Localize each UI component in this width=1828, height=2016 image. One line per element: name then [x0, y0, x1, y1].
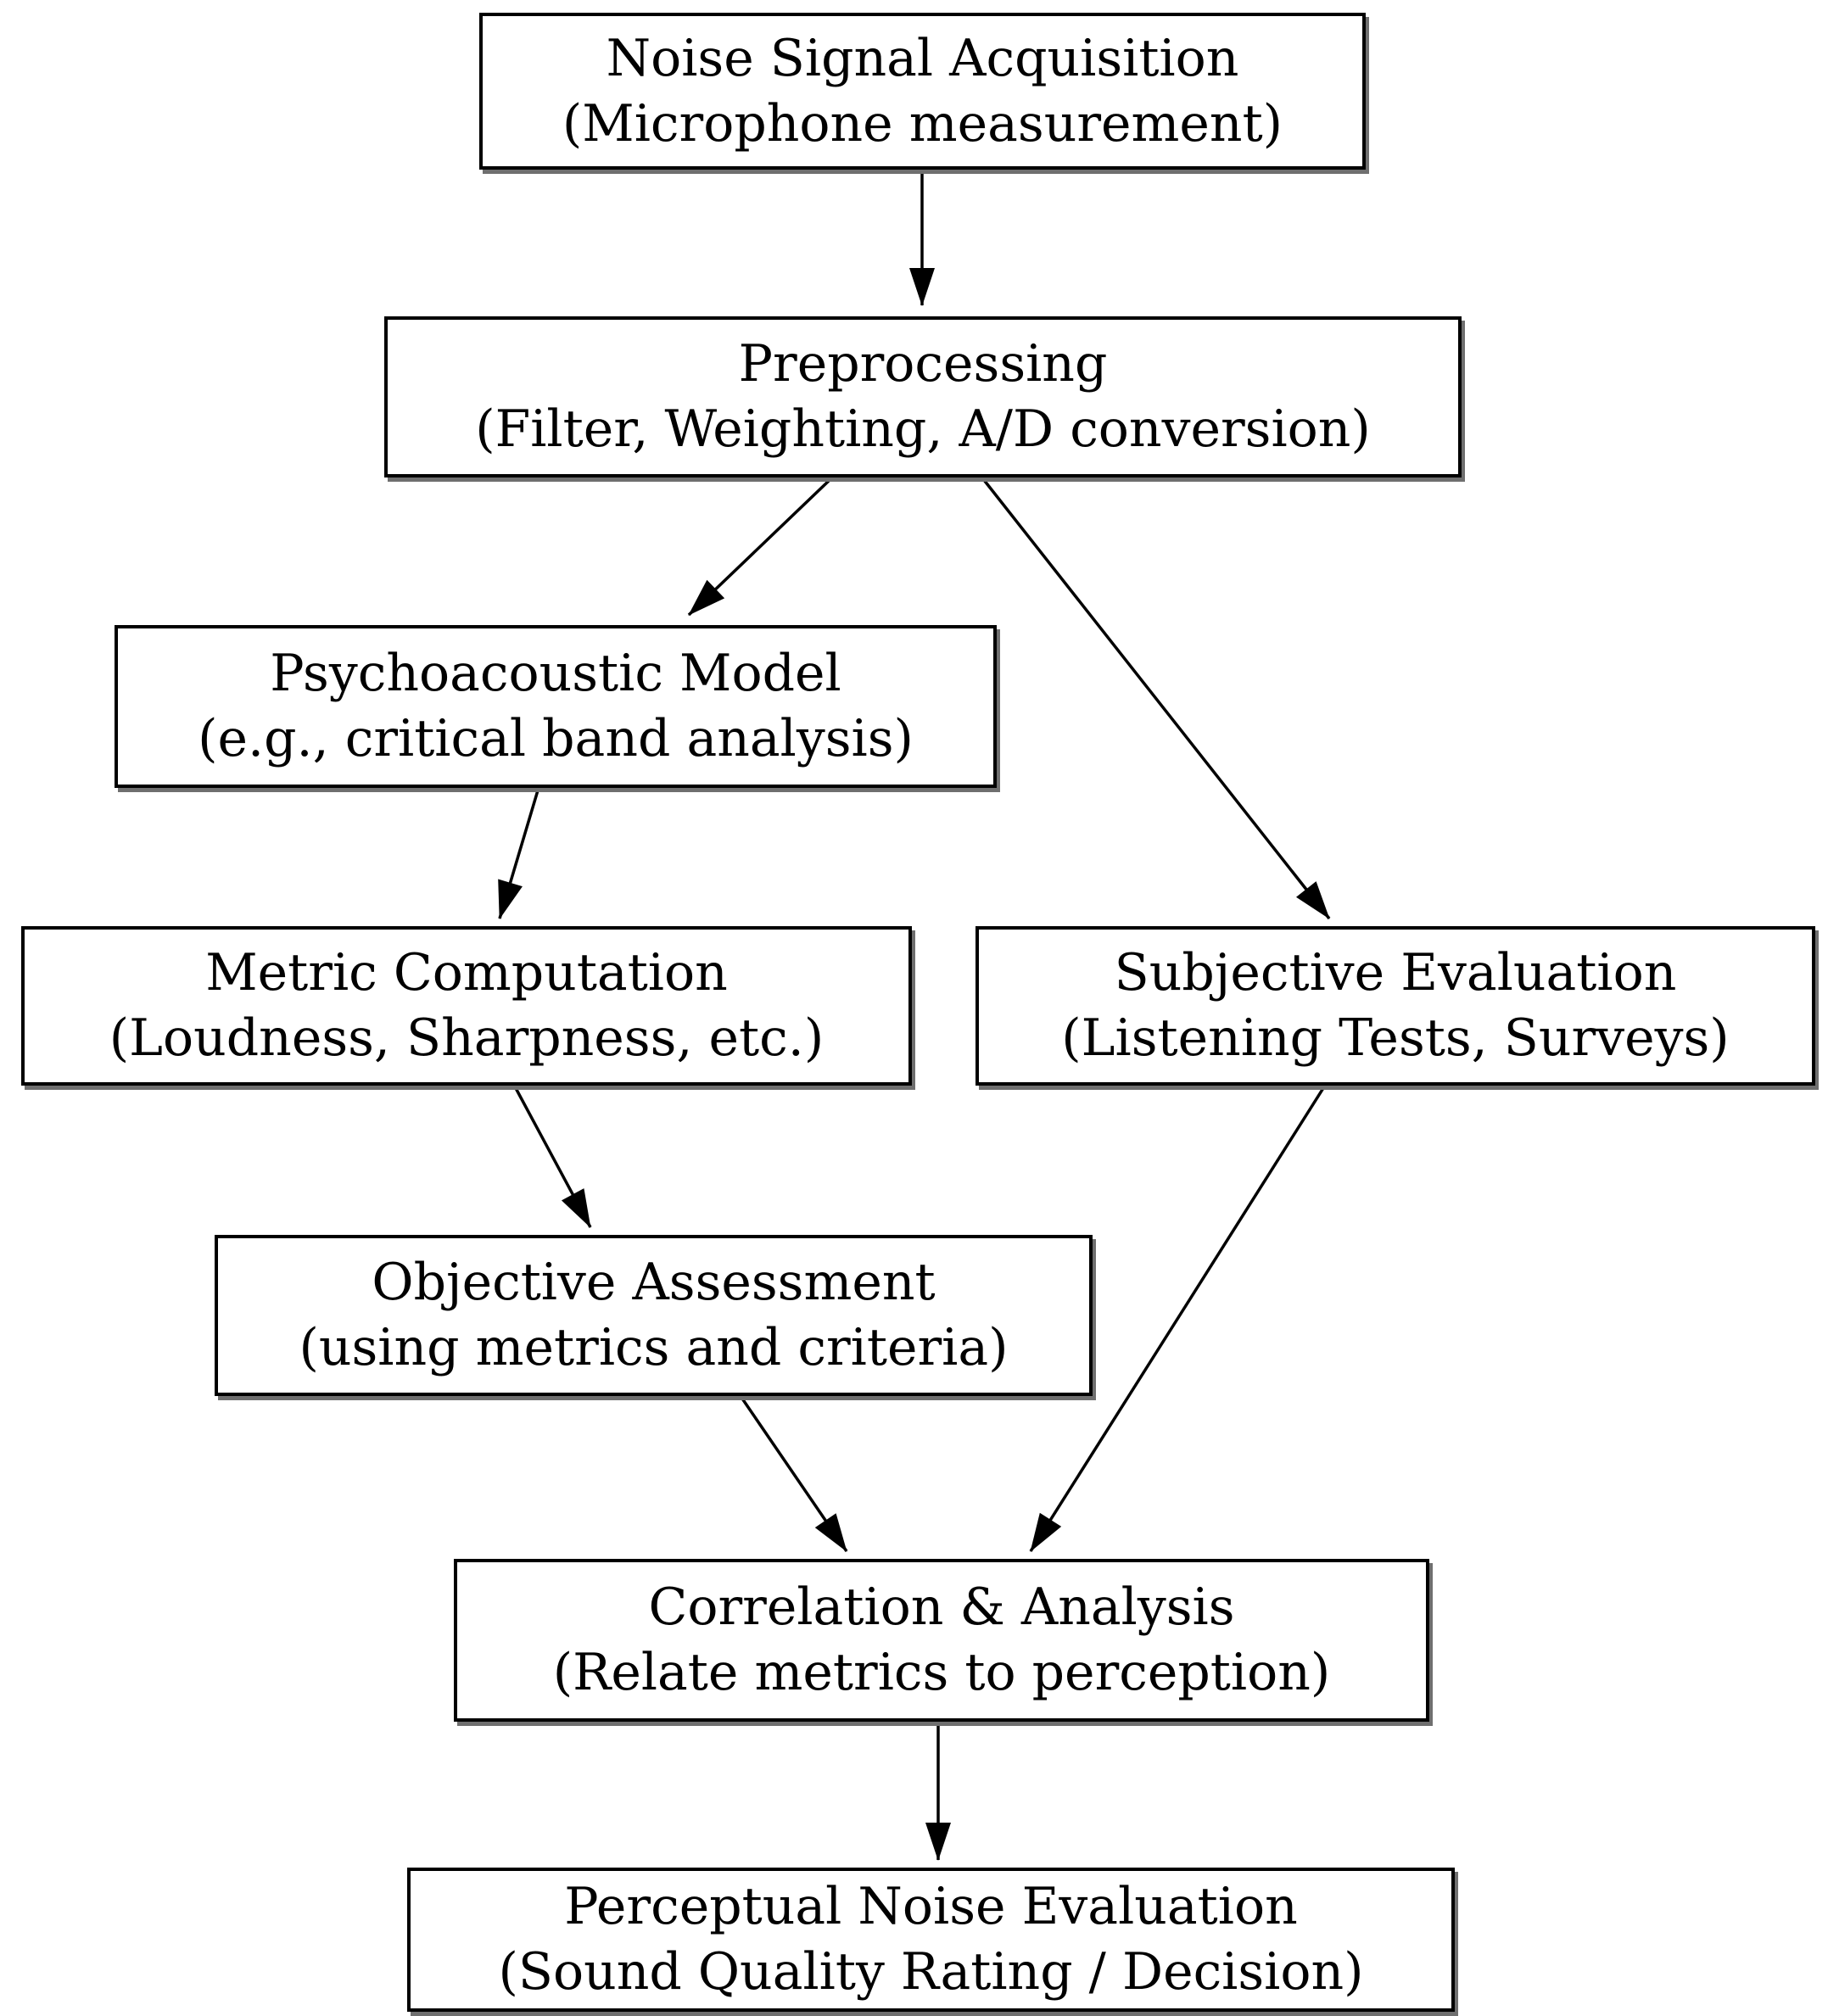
edge-subjective-to-correlation [1029, 1087, 1325, 1552]
node-subtitle: (Relate metrics to perception) [552, 1643, 1331, 1702]
node-subtitle: (Sound Quality Rating / Decision) [498, 1942, 1364, 2002]
node-correlation-analysis: Correlation & Analysis (Relate metrics t… [454, 1559, 1429, 1722]
edge-psychoacoustic-to-metric [498, 790, 539, 919]
node-subtitle: (Filter, Weighting, A/D conversion) [475, 399, 1371, 459]
node-title: Correlation & Analysis [648, 1578, 1235, 1638]
edge-objective-to-correlation [741, 1398, 848, 1552]
node-title: Noise Signal Acquisition [606, 28, 1239, 88]
edge-metric-to-objective [514, 1087, 592, 1228]
node-subtitle: (Listening Tests, Surveys) [1061, 1008, 1730, 1068]
edge-preprocessing-to-subjective [982, 478, 1331, 920]
node-noise-signal-acquisition: Noise Signal Acquisition (Microphone mea… [479, 13, 1366, 170]
node-title: Metric Computation [205, 943, 728, 1003]
node-title: Perceptual Noise Evaluation [564, 1877, 1298, 1937]
node-metric-computation: Metric Computation (Loudness, Sharpness,… [21, 926, 912, 1086]
node-perceptual-noise-evaluation: Perceptual Noise Evaluation (Sound Quali… [407, 1868, 1455, 2012]
node-title: Objective Assessment [372, 1253, 936, 1313]
node-subtitle: (e.g., critical band analysis) [198, 709, 914, 768]
edge-preprocessing-to-psychoacoustic [687, 478, 831, 617]
node-preprocessing: Preprocessing (Filter, Weighting, A/D co… [384, 316, 1462, 477]
node-title: Subjective Evaluation [1114, 943, 1677, 1003]
node-subtitle: (using metrics and criteria) [299, 1318, 1009, 1377]
node-psychoacoustic-model: Psychoacoustic Model (e.g., critical ban… [115, 625, 997, 788]
node-title: Psychoacoustic Model [270, 644, 841, 704]
node-title: Preprocessing [738, 334, 1108, 394]
node-subtitle: (Microphone measurement) [562, 93, 1283, 154]
node-subjective-evaluation: Subjective Evaluation (Listening Tests, … [975, 926, 1815, 1086]
node-objective-assessment: Objective Assessment (using metrics and … [215, 1235, 1093, 1396]
node-subtitle: (Loudness, Sharpness, etc.) [109, 1008, 825, 1068]
